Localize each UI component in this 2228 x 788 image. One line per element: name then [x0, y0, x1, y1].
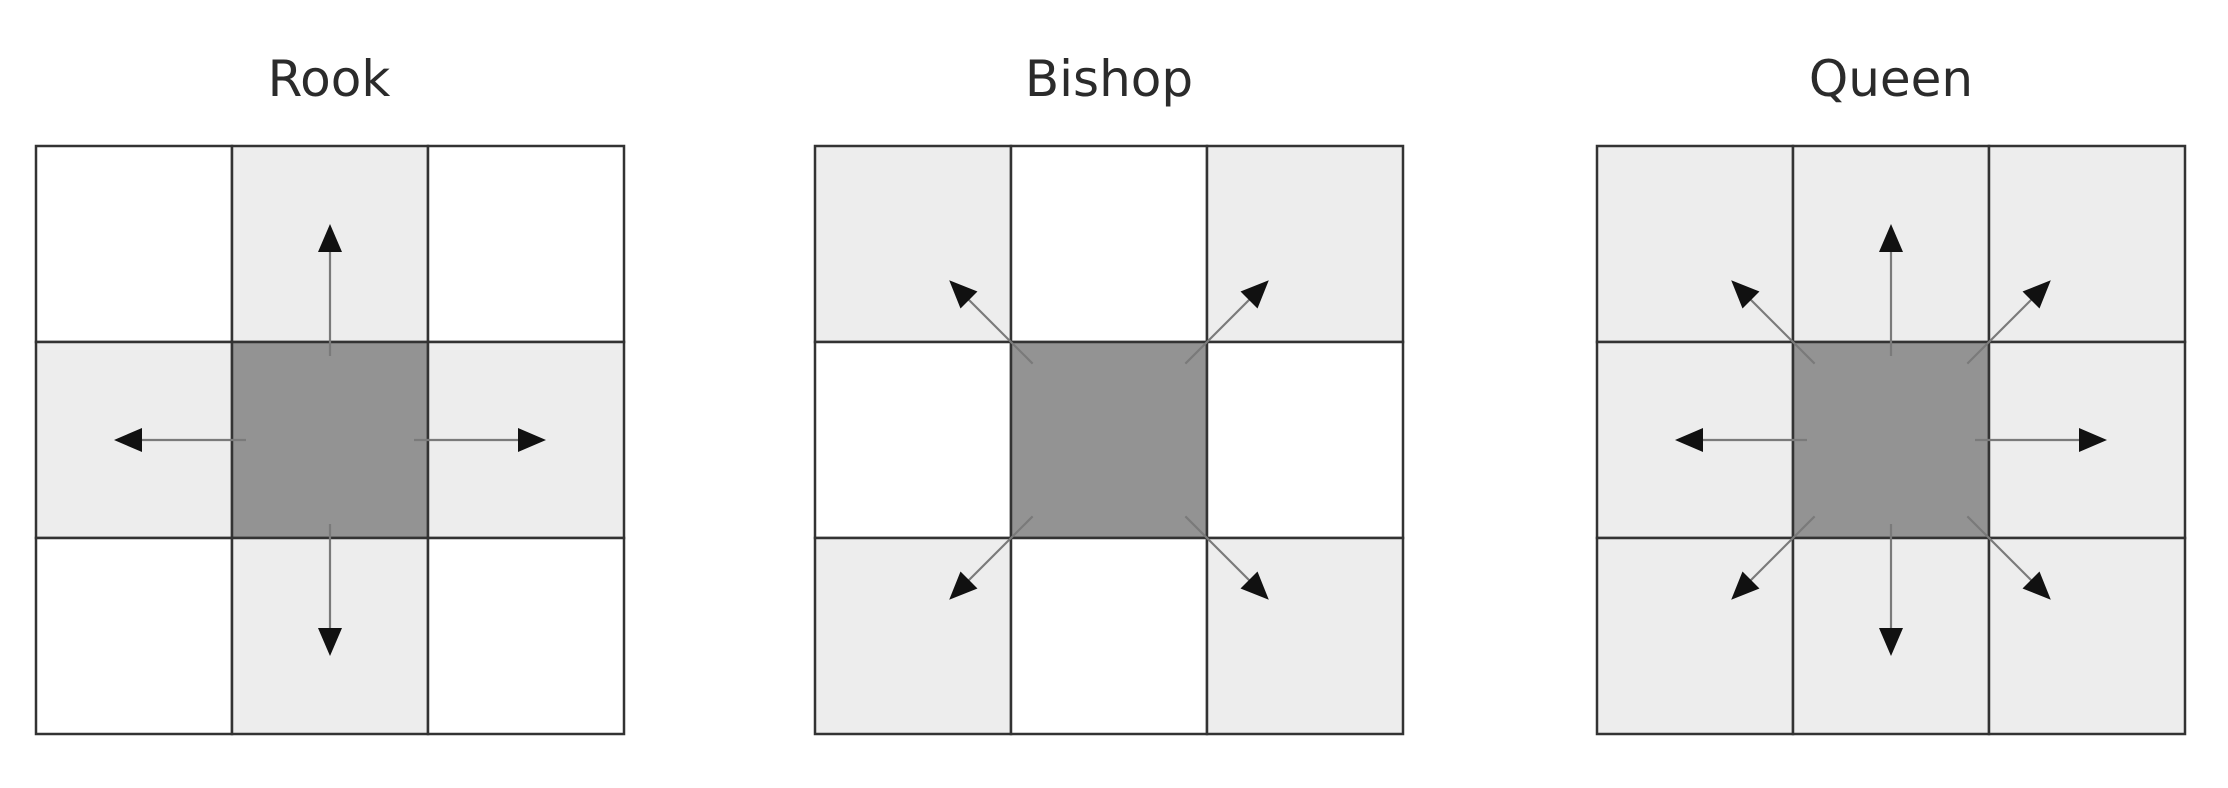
arrowhead-e: [2079, 428, 2107, 452]
arrowhead-s: [1879, 628, 1903, 656]
grid-cell-empty: [426, 536, 626, 736]
grid-cell-empty: [34, 536, 234, 736]
arrowhead-w: [1675, 428, 1703, 452]
panel-title-bishop: Bishop: [1024, 50, 1194, 108]
grid-rook: [34, 144, 626, 736]
grid-cell-empty: [426, 144, 626, 344]
grid-cell-empty: [34, 144, 234, 344]
arrowhead-nw: [1731, 280, 1760, 309]
arrowhead-s: [318, 628, 342, 656]
grid-bishop: [813, 144, 1405, 736]
arrowhead-ne: [2022, 280, 2051, 309]
arrowhead-e: [518, 428, 546, 452]
arrowhead-se: [2022, 571, 2051, 600]
arrowhead-nw: [949, 280, 978, 309]
grid-queen: [1595, 144, 2187, 736]
arrowhead-sw: [1731, 571, 1760, 600]
arrowhead-w: [114, 428, 142, 452]
panel-title-rook: Rook: [267, 50, 391, 108]
grid-cell-empty: [1205, 340, 1405, 540]
grid-cell-center: [1791, 340, 1991, 540]
grid-cell-empty: [1009, 536, 1209, 736]
grid-cell-empty: [1009, 144, 1209, 344]
arrowhead-n: [318, 224, 342, 252]
grid-cell-empty: [813, 340, 1013, 540]
panel-title-queen: Queen: [1808, 50, 1974, 108]
grid-cell-center: [230, 340, 430, 540]
arrowhead-ne: [1240, 280, 1269, 309]
arrowhead-sw: [949, 571, 978, 600]
arrowhead-se: [1240, 571, 1269, 600]
arrowhead-n: [1879, 224, 1903, 252]
grid-cell-center: [1009, 340, 1209, 540]
